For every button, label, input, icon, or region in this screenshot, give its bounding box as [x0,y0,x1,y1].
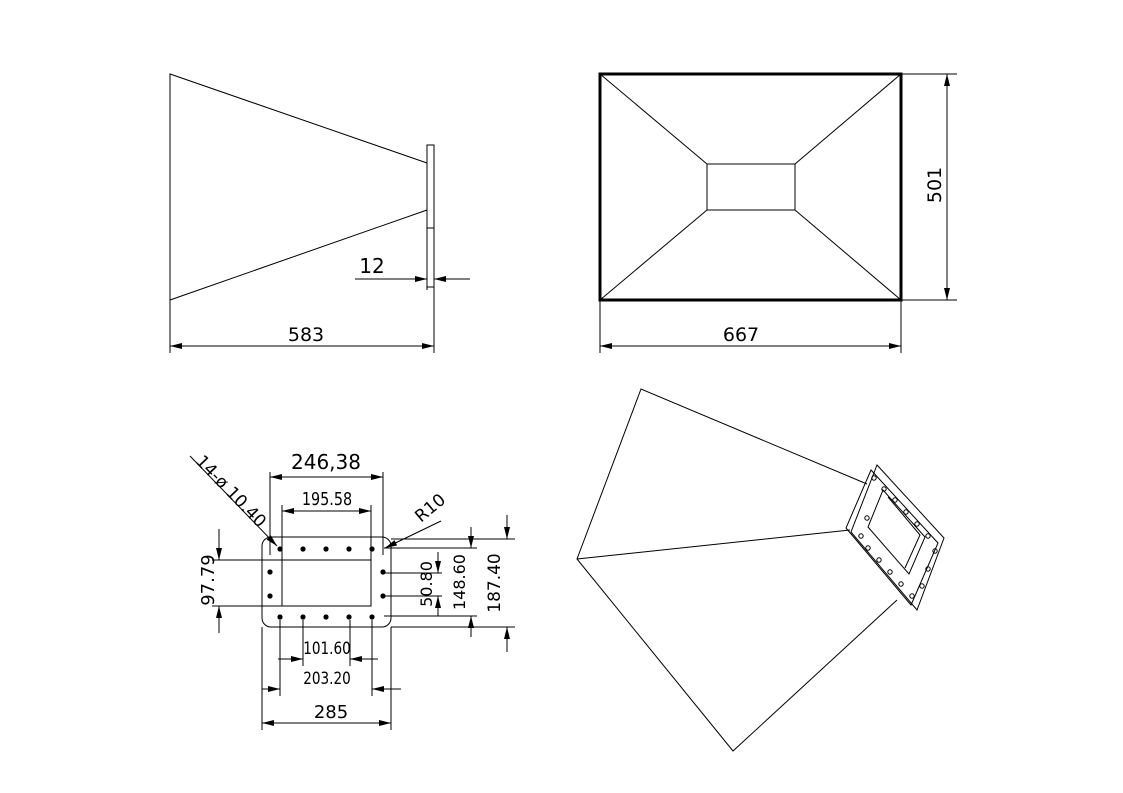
flange-aperture [281,559,372,607]
bolt-hole [323,546,329,552]
iso-bolt-hole [925,566,931,572]
bolt-hole [267,593,273,599]
bolt-hole [277,546,283,552]
iso-bolt-hole [864,515,870,521]
bolt-hole [300,546,306,552]
dim-label-148-60: 148.60 [450,554,469,610]
horn-aperture-outline [598,72,903,302]
radius-leader [384,520,442,549]
dim-label-285: 285 [314,702,348,723]
flange-outline [261,536,392,628]
horn-iso-edge [576,529,851,560]
iso-bolt-hole [914,521,920,527]
iso-bolt-hole [919,583,925,589]
horn-iso-outline [576,388,898,752]
bolt-hole [346,614,352,620]
iso-flange-outer [850,464,945,611]
iso-bolt-hole [881,486,887,492]
isometric-view [576,388,945,752]
iso-bolt-hole [925,533,931,539]
iso-bolt-hole [871,475,877,481]
flange-view: 246,38 195.58 14-ø 10.40 R10 97.79 50.80… [189,450,515,730]
bolt-hole [277,614,283,620]
bolt-hole [369,546,375,552]
radius-callout-label: R10 [411,490,449,527]
side-view: 583 12 [169,73,470,353]
horn-side-outline [169,73,428,301]
iso-bolt-hole [858,533,864,539]
side-flange [426,144,435,288]
bolt-hole [369,614,375,620]
dim-label-187-40: 187.40 [485,553,505,612]
dim-label-12: 12 [359,254,384,278]
iso-flange-holes [858,475,938,599]
iso-bolt-hole [932,548,938,554]
bolt-hole [323,614,329,620]
iso-bolt-hole [887,569,893,575]
iso-flange-aperture [867,489,926,575]
iso-bolt-hole [892,497,898,503]
bolt-hole [346,546,352,552]
iso-bolt-hole [898,581,904,587]
iso-bolt-hole [909,593,915,599]
bolt-hole [300,614,306,620]
bolt-hole [380,569,386,575]
dim-label-101-60: 101.60 [303,639,351,659]
bolt-hole [267,569,273,575]
dim-label-195-58: 195.58 [302,488,352,509]
dim-label-667: 667 [723,324,759,346]
iso-bolt-hole [903,509,909,515]
iso-bolt-hole [876,557,882,563]
dim-label-50-80: 50.80 [417,561,436,607]
holes-leader [189,455,278,547]
iso-bolt-hole [865,545,871,551]
flange-holes [267,546,386,620]
dim-label-203-20: 203.20 [303,669,351,689]
dim-label-501: 501 [924,167,946,203]
front-view: 667 501 [598,72,957,353]
dim-label-97-79: 97.79 [198,554,219,606]
horn-throat [706,163,796,211]
dim-label-583: 583 [288,324,324,346]
bolt-hole [380,593,386,599]
iso-flange-back [845,469,939,606]
dim-label-246-38: 246,38 [291,450,361,474]
holes-callout-label: 14-ø 10.40 [191,452,269,532]
